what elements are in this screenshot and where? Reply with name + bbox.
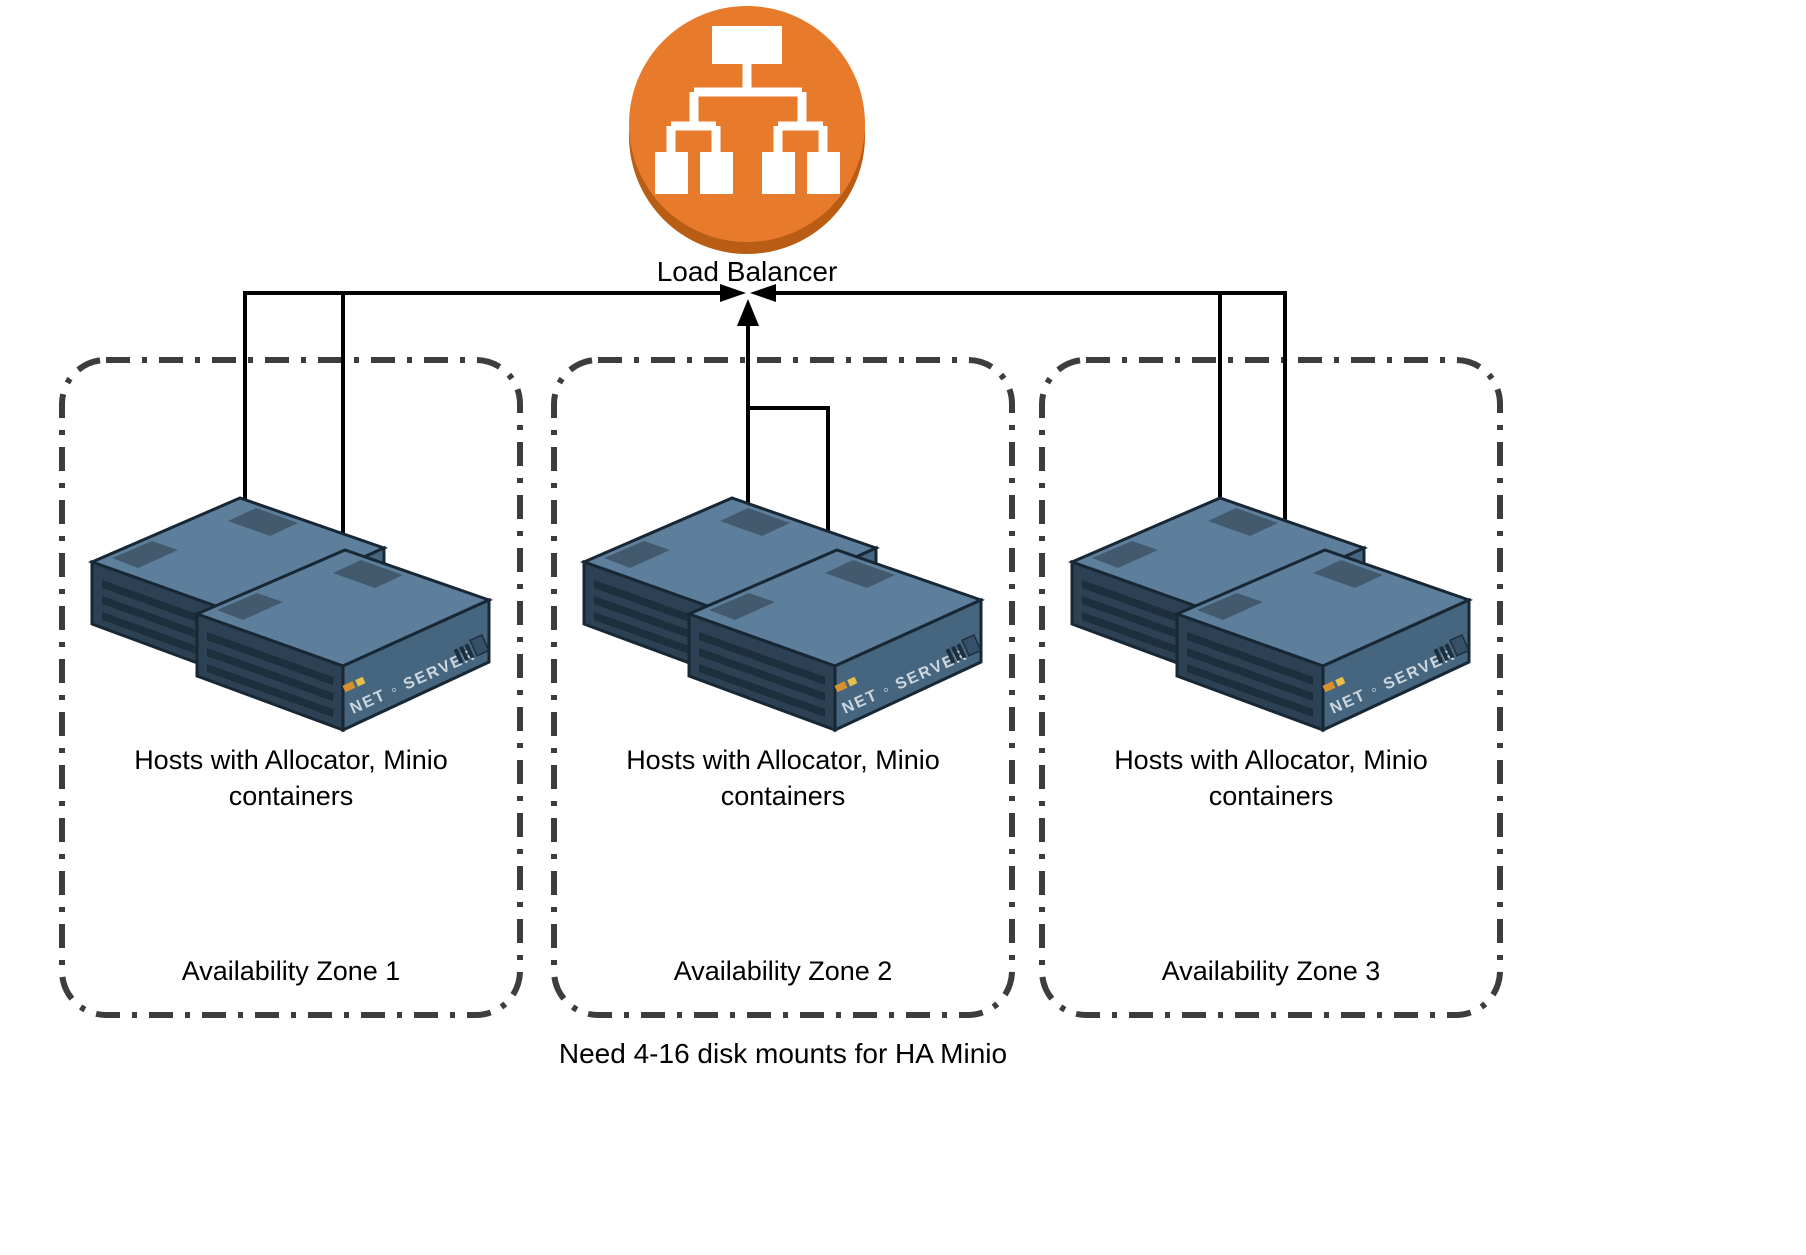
zone-2-name: Availability Zone 2 bbox=[673, 956, 893, 986]
arrowhead-left bbox=[750, 284, 776, 302]
load-balancer-node bbox=[629, 6, 865, 254]
zone-1-name: Availability Zone 1 bbox=[181, 956, 401, 986]
servers-zone-1 bbox=[92, 498, 491, 730]
servers-zone-3 bbox=[1072, 498, 1471, 730]
connector-zone3-a bbox=[775, 291, 1287, 600]
arrowhead-up bbox=[737, 299, 759, 326]
connector-zone1-a bbox=[243, 291, 721, 560]
zone-3-name: Availability Zone 3 bbox=[1161, 956, 1381, 986]
arrowhead-right bbox=[720, 284, 746, 302]
servers-zone-2 bbox=[584, 498, 983, 730]
load-balancer-icon bbox=[655, 26, 840, 194]
diagram-caption: Need 4-16 disk mounts for HA Minio bbox=[558, 1038, 1008, 1069]
zone-1-hosts-label: Hosts with Allocator, Minio containers bbox=[134, 745, 448, 811]
connector-arrowheads bbox=[720, 284, 776, 326]
zone-3-hosts-label: Hosts with Allocator, Minio containers bbox=[1114, 745, 1428, 811]
zone-2-hosts-label: Hosts with Allocator, Minio containers bbox=[626, 745, 940, 811]
load-balancer-label: Load Balancer bbox=[656, 256, 838, 287]
